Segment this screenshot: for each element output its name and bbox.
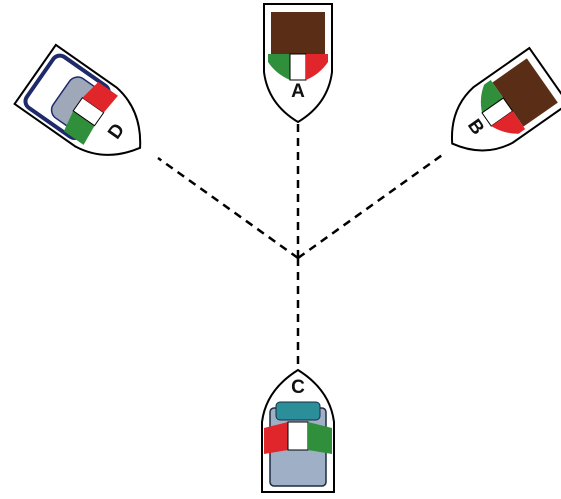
boat-b: B <box>433 48 561 171</box>
boat-a-white-light <box>290 54 306 80</box>
boat-c-white-light <box>288 422 308 450</box>
course-line-d <box>158 158 298 258</box>
boat-c-label: C <box>291 377 305 398</box>
course-line-b <box>298 153 445 258</box>
boat-a-label: A <box>291 81 305 102</box>
boat-c-windshield <box>276 402 320 420</box>
boat-a: A <box>264 4 332 122</box>
boat-a-deck <box>271 12 325 54</box>
course-lines <box>158 122 445 376</box>
boat-d: D <box>15 45 161 177</box>
boat-c: C <box>262 370 334 492</box>
